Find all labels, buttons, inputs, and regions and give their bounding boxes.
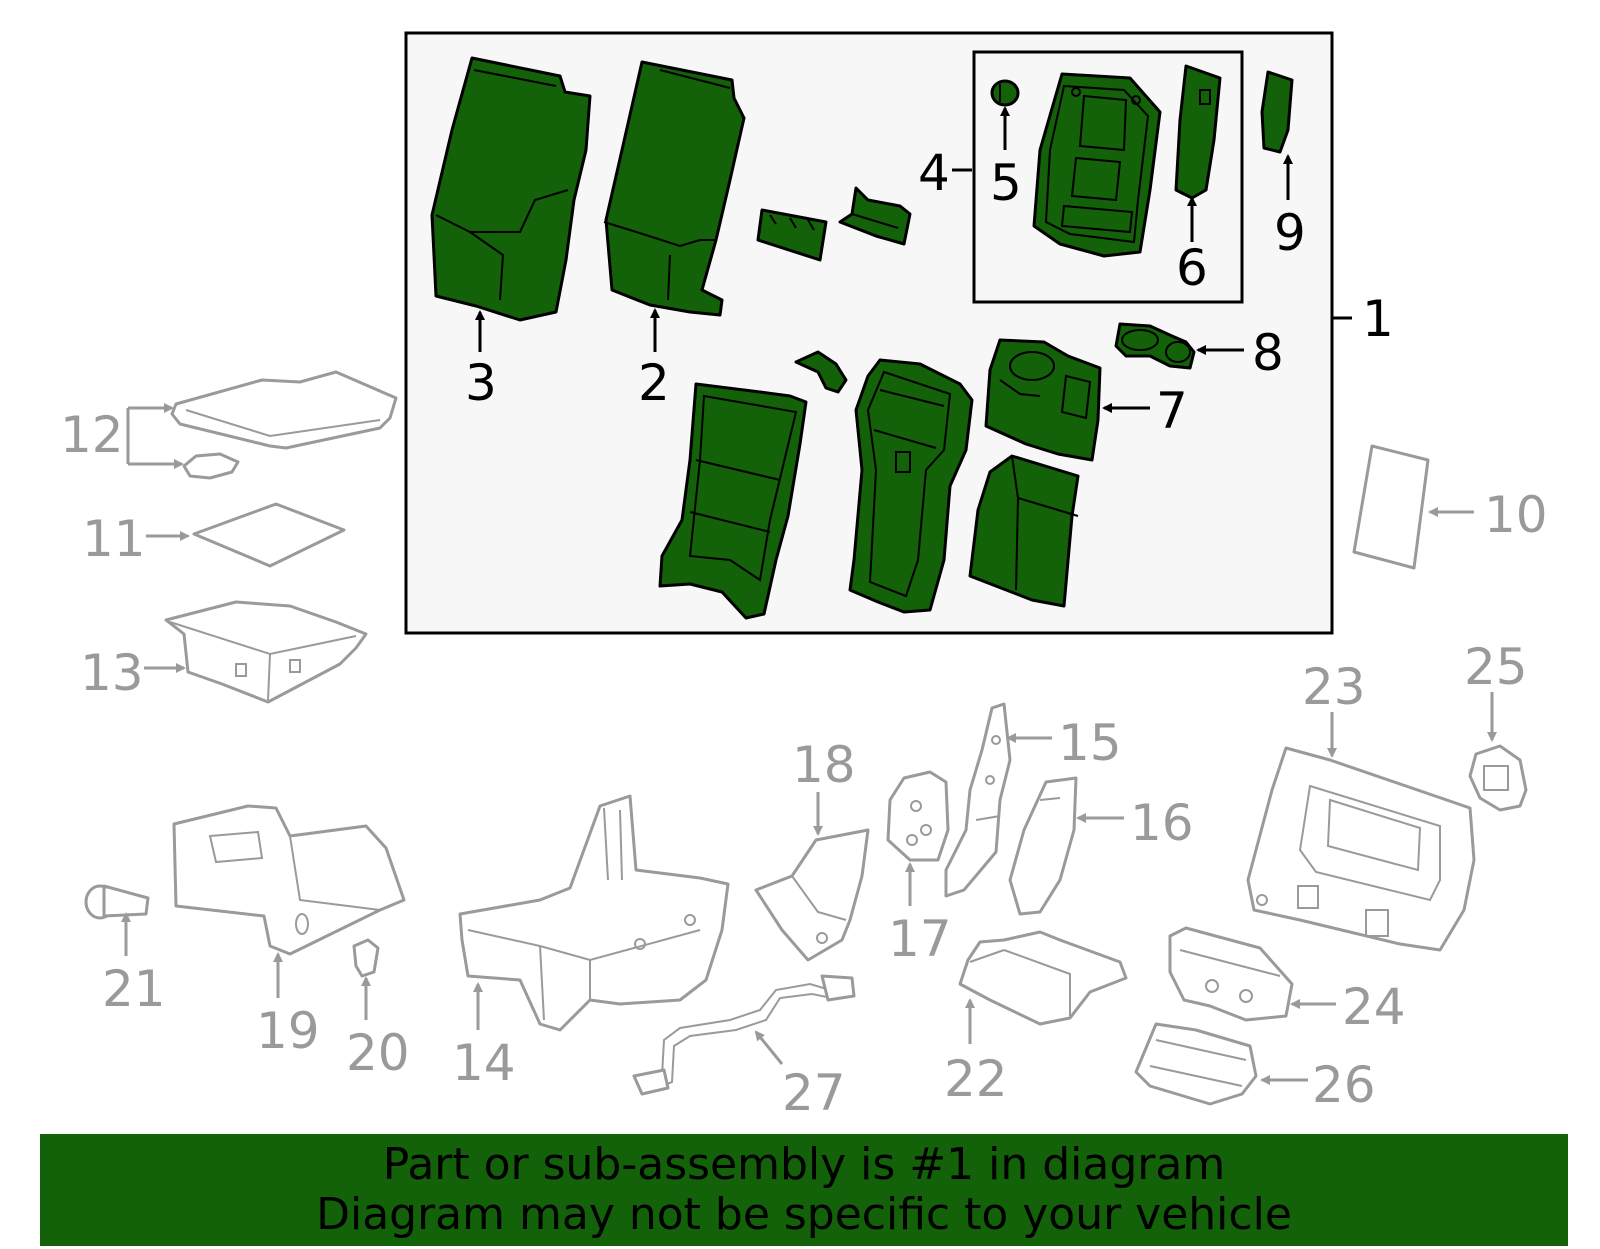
callout-25: 25: [1464, 638, 1528, 696]
part-12-lid-pad[interactable]: [170, 370, 398, 480]
part-16-cover[interactable]: [1008, 776, 1078, 916]
callout-15: 15: [1058, 714, 1122, 772]
callout-16-group: 16: [1076, 794, 1194, 852]
part-22-tray[interactable]: [958, 930, 1128, 1026]
callout-10-group: 10: [1428, 486, 1548, 544]
callout-23-group: 23: [1302, 658, 1366, 758]
part-18-bracket[interactable]: [754, 828, 870, 962]
callout-20: 20: [346, 1024, 410, 1082]
callout-13: 13: [80, 644, 144, 702]
part-console-frame-center[interactable]: [848, 358, 974, 614]
callout-27-group: 27: [754, 1030, 846, 1122]
callout-13-group: 13: [80, 644, 186, 702]
banner-line-2: Diagram may not be specific to your vehi…: [316, 1189, 1292, 1240]
part-brackets[interactable]: [756, 186, 912, 262]
callout-10: 10: [1484, 486, 1548, 544]
callout-7: 7: [1156, 382, 1188, 440]
part-23-seat-back-frame[interactable]: [1246, 746, 1476, 952]
part-13-tray[interactable]: [164, 600, 368, 704]
callout-25-group: 25: [1464, 638, 1528, 742]
assembly-callouts: 1 2 3 4 5 6 7 8 9: [465, 106, 1394, 440]
callout-17: 17: [888, 910, 952, 968]
callout-12: 12: [60, 406, 124, 464]
part-19-side-panel[interactable]: [172, 804, 406, 956]
callout-19: 19: [256, 1002, 320, 1060]
callout-16: 16: [1130, 794, 1194, 852]
part-21-plug[interactable]: [84, 884, 150, 920]
callout-21-group: 21: [102, 912, 166, 1018]
part-17-plate[interactable]: [886, 770, 950, 862]
part-26-module[interactable]: [1134, 1022, 1258, 1106]
callout-22-group: 22: [944, 998, 1008, 1108]
part-25-switch[interactable]: [1468, 744, 1528, 812]
callout-18-group: 18: [792, 736, 856, 836]
notice-banner: Part or sub-assembly is #1 in diagram Di…: [40, 1134, 1568, 1246]
callout-8: 8: [1252, 324, 1284, 382]
part-6-bezel[interactable]: [1174, 64, 1222, 200]
part-7-console-top[interactable]: [984, 338, 1102, 462]
callout-23: 23: [1302, 658, 1366, 716]
callout-20-group: 20: [346, 976, 410, 1082]
callout-4: 4: [918, 144, 950, 202]
callout-24: 24: [1342, 978, 1406, 1036]
part-2-seat-back-trim[interactable]: [603, 60, 746, 317]
part-8-cup-holder[interactable]: [1114, 322, 1196, 370]
part-5-cap[interactable]: [990, 79, 1020, 107]
callout-2: 2: [638, 354, 670, 412]
callout-11-group: 11: [82, 510, 190, 568]
callout-21: 21: [102, 960, 166, 1018]
callout-9: 9: [1274, 204, 1306, 262]
callout-11: 11: [82, 510, 146, 568]
callout-26: 26: [1312, 1056, 1376, 1114]
callout-12-group: 12: [60, 403, 184, 469]
banner-line-1: Part or sub-assembly is #1 in diagram: [382, 1139, 1226, 1190]
callout-14: 14: [452, 1034, 516, 1092]
part-clip[interactable]: [794, 350, 848, 394]
part-14-frame[interactable]: [458, 794, 730, 1032]
callout-15-group: 15: [1006, 714, 1122, 772]
part-3-seat-back-cover[interactable]: [430, 56, 592, 322]
part-4-armrest-panel[interactable]: [1032, 72, 1162, 258]
part-15-hinge[interactable]: [944, 702, 1012, 898]
part-27-harness[interactable]: [632, 974, 856, 1096]
callout-18: 18: [792, 736, 856, 794]
callout-17-group: 17: [888, 862, 952, 968]
callout-27: 27: [782, 1064, 846, 1122]
part-10-panel[interactable]: [1352, 444, 1430, 570]
part-console-bin[interactable]: [968, 454, 1080, 608]
callout-3: 3: [465, 354, 497, 412]
part-24-latch[interactable]: [1168, 926, 1294, 1022]
callout-24-group: 24: [1290, 978, 1406, 1036]
callout-26-group: 26: [1260, 1056, 1376, 1114]
callout-19-group: 19: [256, 952, 320, 1060]
callout-22: 22: [944, 1050, 1008, 1108]
part-9-trim-strip[interactable]: [1260, 70, 1294, 154]
part-11-mat[interactable]: [192, 502, 346, 568]
callout-5: 5: [990, 154, 1022, 212]
part-console-frame-left[interactable]: [658, 382, 808, 620]
callout-14-group: 14: [452, 982, 516, 1092]
callout-6: 6: [1176, 239, 1208, 297]
part-20-clip[interactable]: [352, 938, 380, 978]
callout-1: 1: [1362, 290, 1394, 348]
